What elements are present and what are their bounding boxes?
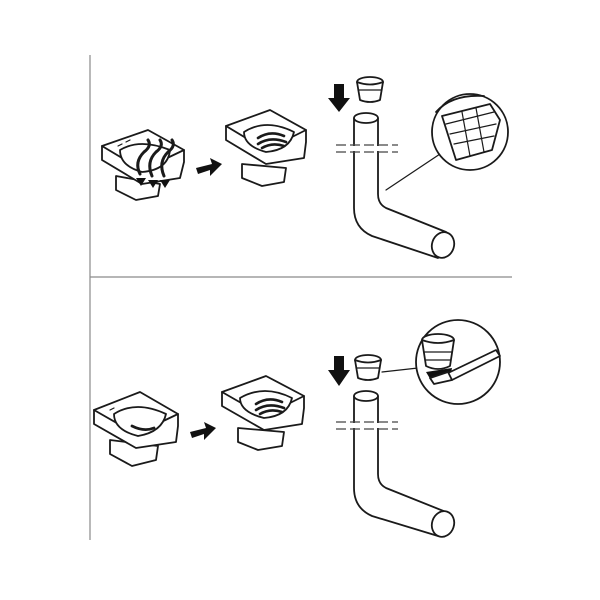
- wc-bowl-icon: [225, 109, 307, 187]
- arrow-down-icon: [328, 84, 350, 112]
- knife-icon: [429, 349, 501, 385]
- magnifier-detail-icon: [431, 93, 509, 171]
- arrow-right-icon: [196, 158, 222, 176]
- pipe-elbow-icon: [336, 112, 456, 259]
- detail-leader-line: [385, 153, 441, 191]
- sleeve-icon: [356, 76, 384, 103]
- wc-bowl-icon: [93, 391, 179, 467]
- arrow-down-icon: [328, 356, 350, 386]
- pipe-elbow-icon: [336, 390, 456, 538]
- arrow-right-icon: [190, 422, 216, 440]
- top-panel: [101, 76, 509, 259]
- bottom-panel: [93, 319, 501, 538]
- detail-leader-line: [381, 367, 419, 373]
- sleeve-icon: [354, 354, 382, 381]
- flush-arrows-icon: [136, 138, 175, 188]
- wc-bowl-icon: [221, 375, 305, 451]
